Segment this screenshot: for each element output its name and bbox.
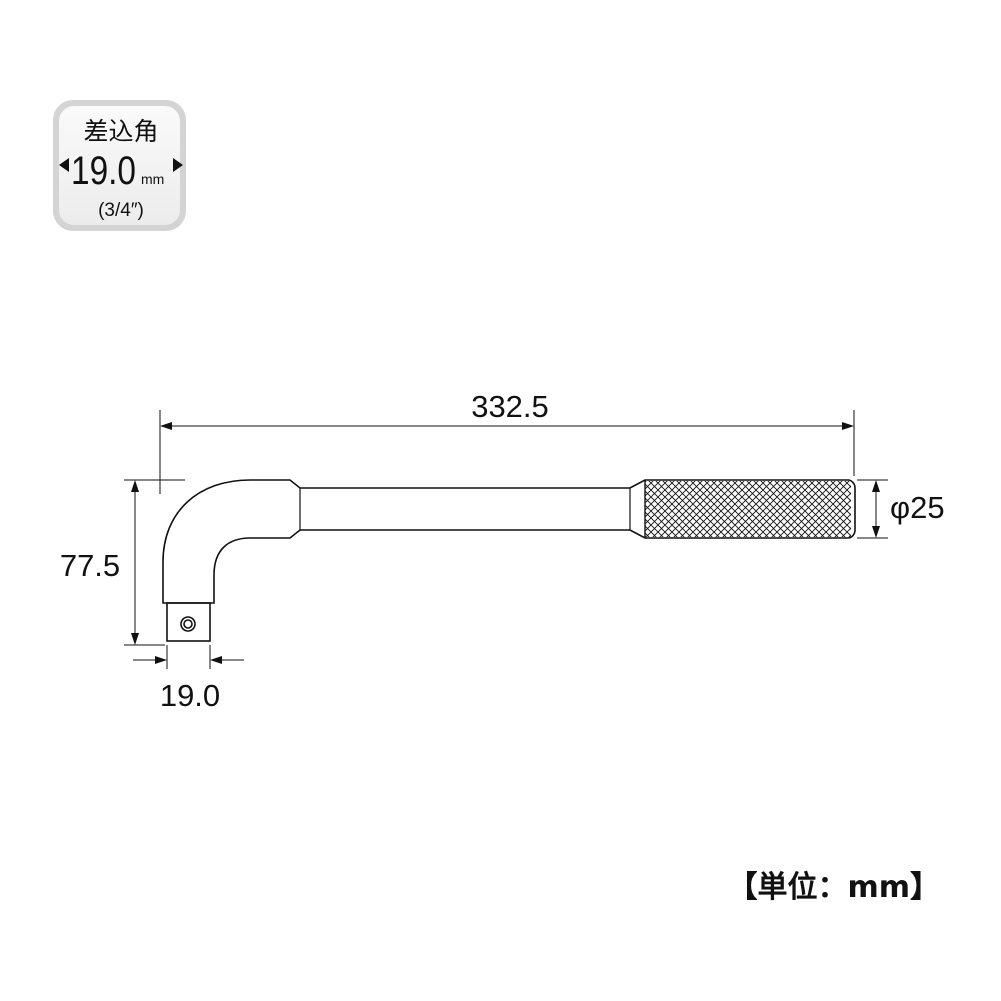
arrowhead-grip-up-icon — [872, 480, 880, 492]
l-handle-drawing — [162, 479, 856, 642]
arrow-left-icon — [59, 158, 69, 172]
badge-size-unit: mm — [141, 171, 164, 187]
arrow-right-icon — [173, 158, 183, 172]
label-overall-length: 332.5 — [471, 389, 549, 424]
arrowhead-up-icon — [131, 480, 139, 492]
detent-ball-outer — [180, 616, 196, 632]
arrowhead-left-icon — [160, 422, 172, 430]
arrowhead-right-icon — [842, 422, 854, 430]
arrowhead-drive-left-icon — [155, 656, 167, 664]
label-square-drive: 19.0 — [160, 678, 220, 713]
badge-title: 差込角 — [83, 117, 158, 146]
badge-size-inch: (3/4″) — [98, 200, 144, 221]
handle-outline — [162, 479, 856, 604]
arrowhead-grip-down-icon — [872, 526, 880, 538]
dimension-square-drive — [133, 645, 244, 669]
drive-size-badge: 差込角 19.0 mm (3/4″) — [53, 100, 186, 231]
dimension-height — [124, 479, 185, 646]
square-drive — [166, 602, 211, 642]
label-height: 77.5 — [60, 548, 120, 583]
badge-size-value: 19.0 — [71, 149, 136, 193]
arrowhead-down-icon — [131, 633, 139, 645]
dimension-grip-diameter — [857, 479, 888, 539]
badge-inner-panel — [59, 106, 180, 225]
dimension-overall-length — [159, 410, 855, 494]
unit-note: 【単位：mm】 — [727, 870, 940, 905]
detent-ball-inner — [183, 619, 193, 629]
arrowhead-drive-right-icon — [210, 656, 222, 664]
label-grip-diameter: φ25 — [890, 490, 945, 525]
knurled-grip — [645, 481, 851, 537]
